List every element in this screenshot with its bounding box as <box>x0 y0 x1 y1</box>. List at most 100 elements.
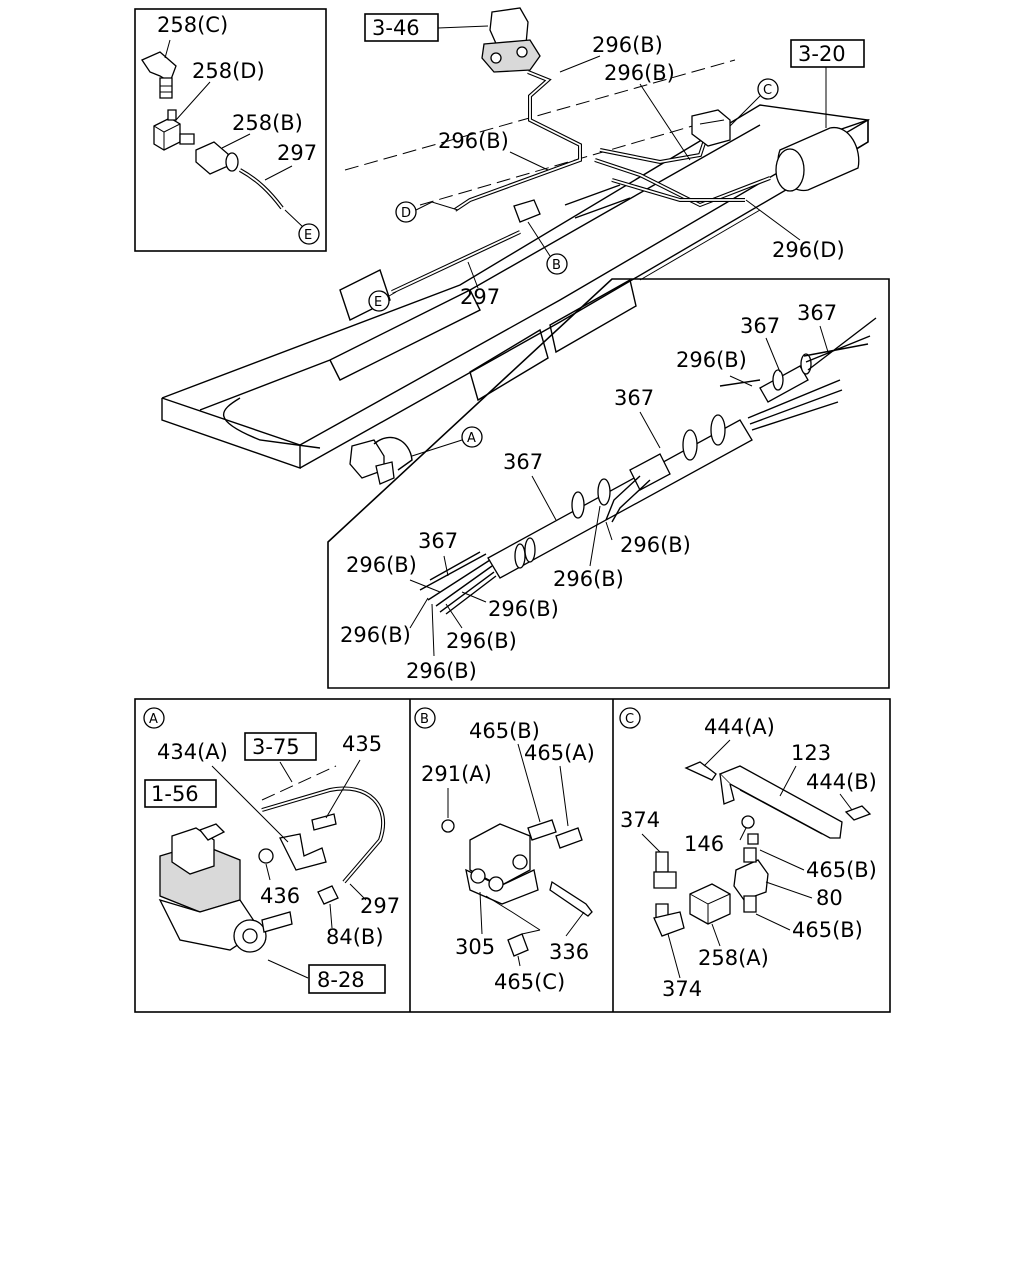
label-296b-h2: 296(B) <box>620 533 691 557</box>
ref-box-3-75 <box>244 732 317 761</box>
bracket-b <box>513 199 541 223</box>
panel-c-id: C <box>625 712 634 727</box>
label-258a: 258(A) <box>698 946 769 970</box>
ref-label-3-46: 3-46 <box>372 16 420 40</box>
fitting-84b <box>317 885 339 905</box>
label-123: 123 <box>791 741 831 765</box>
label-296b-h5: 296(B) <box>488 597 559 621</box>
label-258b: 258(B) <box>232 111 303 135</box>
callout-e-main <box>368 290 390 312</box>
label-296b-2: 296(B) <box>604 61 675 85</box>
label-367-d: 367 <box>503 450 543 474</box>
callout-c <box>757 78 779 100</box>
callout-d <box>395 201 417 223</box>
elbow-374-bottom <box>653 903 685 937</box>
label-296b-h3: 296(B) <box>346 553 417 577</box>
panel-a-id: A <box>149 712 158 727</box>
callout-d-text: D <box>401 206 411 221</box>
pipe-297-a <box>261 786 386 884</box>
ref-box-8-28 <box>308 964 386 994</box>
valve-assembly-1-56 <box>158 823 293 953</box>
callout-e-main-text: E <box>374 295 382 310</box>
label-296d: 296(D) <box>772 238 845 262</box>
elbow-374-top <box>653 851 677 889</box>
label-84b: 84(B) <box>326 925 384 949</box>
bolt-444a <box>684 761 717 781</box>
bolt-336 <box>549 880 593 917</box>
harness-view: 367 367 296(B) 367 367 367 296(B) 296(B)… <box>327 278 890 689</box>
ref-box-1-56 <box>144 779 217 808</box>
fitting-465b-c1 <box>747 833 759 845</box>
fitting-465b <box>527 819 557 841</box>
block-258a <box>689 883 731 925</box>
ref-label-8-28: 8-28 <box>317 968 365 992</box>
label-291a: 291(A) <box>421 762 492 786</box>
label-296b-h7: 296(B) <box>446 629 517 653</box>
ref-box-3-20 <box>790 39 865 68</box>
panel-c-callout <box>619 707 641 729</box>
label-296b-h8: 296(B) <box>406 659 477 683</box>
bracket-a <box>349 436 413 485</box>
nut-146 <box>741 815 755 829</box>
ref-box-3-46 <box>364 13 439 42</box>
valve-3-46 <box>481 7 541 73</box>
panel-b: B 465(B) 465(A) 291(A) 305 336 465(C) <box>414 707 595 994</box>
panel-a: A 3-75 1-56 8-28 <box>143 707 400 994</box>
connector-258b <box>195 141 239 175</box>
label-336: 336 <box>549 940 589 964</box>
label-258d: 258(D) <box>192 59 265 83</box>
inset-frame <box>134 8 327 252</box>
label-296b-1: 296(B) <box>592 33 663 57</box>
label-367-b: 367 <box>797 301 837 325</box>
label-465b-c2: 465(B) <box>792 918 863 942</box>
bracket-c <box>691 109 731 147</box>
bottom-panels: A 3-75 1-56 8-28 <box>134 698 891 1013</box>
harness-frame <box>327 278 890 689</box>
callout-a-text: A <box>467 431 476 446</box>
fitting-465c <box>507 933 529 957</box>
label-435: 435 <box>342 732 382 756</box>
callout-c-text: C <box>763 83 772 98</box>
nut-436 <box>258 848 274 864</box>
bolt-444b <box>844 805 872 821</box>
label-146: 146 <box>684 832 724 856</box>
nut-291a <box>441 819 455 833</box>
bracket-123 <box>718 765 843 839</box>
label-297-main: 297 <box>460 285 500 309</box>
label-297-a: 297 <box>360 894 400 918</box>
block-fitting-258d <box>153 109 195 151</box>
callout-b <box>546 253 568 275</box>
label-296b-h6: 296(B) <box>340 623 411 647</box>
label-436: 436 <box>260 884 300 908</box>
tank-3-20 <box>775 127 860 192</box>
callout-a <box>461 426 483 448</box>
label-296b-h1: 296(B) <box>676 348 747 372</box>
label-465b-c1: 465(B) <box>806 858 877 882</box>
label-374-top: 374 <box>620 808 660 832</box>
label-367-a: 367 <box>740 314 780 338</box>
label-444b: 444(B) <box>806 770 877 794</box>
label-434a: 434(A) <box>157 740 228 764</box>
tee-fitting-80 <box>733 847 769 913</box>
label-367-e: 367 <box>418 529 458 553</box>
label-465c: 465(C) <box>494 970 565 994</box>
label-296b-3: 296(B) <box>438 129 509 153</box>
callout-b-text: B <box>552 258 561 273</box>
label-80: 80 <box>816 886 843 910</box>
label-465a: 465(A) <box>524 741 595 765</box>
ref-label-3-20: 3-20 <box>798 42 846 66</box>
label-367-c: 367 <box>614 386 654 410</box>
label-305: 305 <box>455 935 495 959</box>
label-296b-h4: 296(B) <box>553 567 624 591</box>
callout-e-inset-text: E <box>304 228 312 243</box>
label-374-bottom: 374 <box>662 977 702 1001</box>
hose-297-inset <box>239 168 284 210</box>
callout-e-inset <box>298 223 320 245</box>
pipe-bundle-296b <box>453 70 771 219</box>
label-297-inset: 297 <box>277 141 317 165</box>
panel-b-callout <box>414 707 436 729</box>
panel-a-callout <box>143 707 165 729</box>
label-258c: 258(C) <box>157 13 228 37</box>
bolt-435 <box>311 813 337 831</box>
